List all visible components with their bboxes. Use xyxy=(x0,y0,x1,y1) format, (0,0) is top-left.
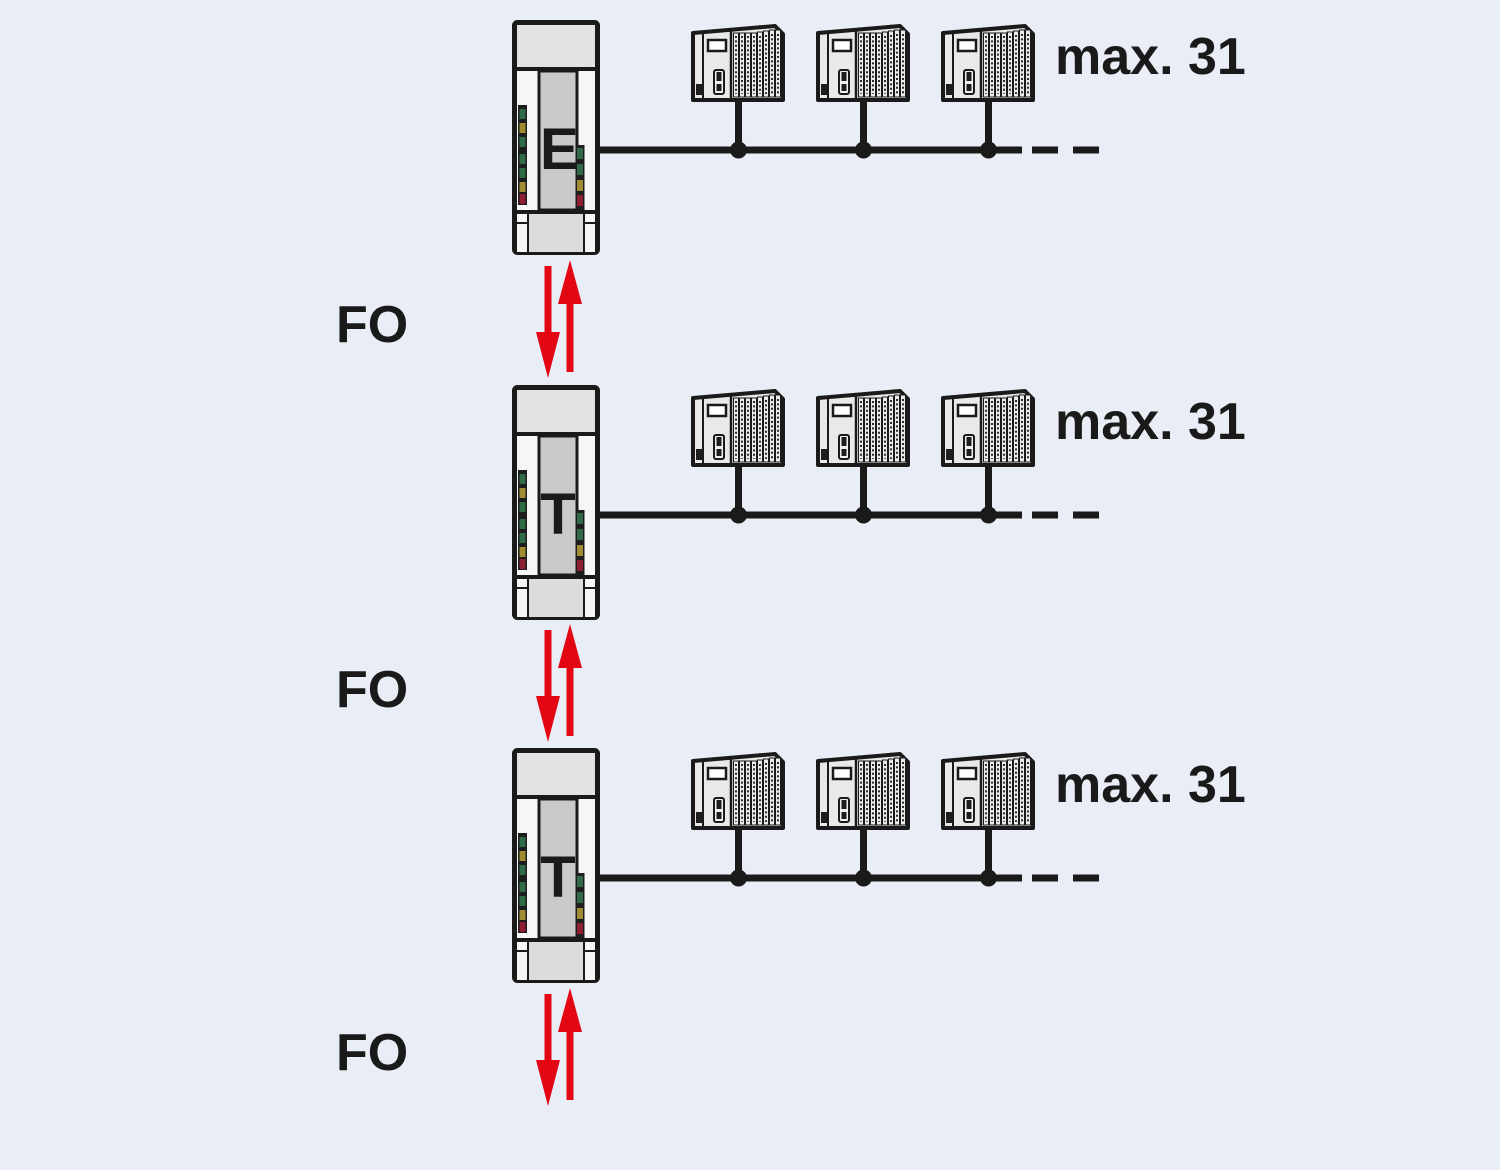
plc-station-icon xyxy=(691,752,785,830)
tier-2 xyxy=(515,388,1100,743)
device-label: E xyxy=(540,117,579,182)
fo-link-label: FO xyxy=(336,1024,409,1082)
plc-station-icon xyxy=(941,389,1035,467)
tier-3 xyxy=(515,751,1100,1107)
fo-link-label: FO xyxy=(336,296,409,354)
tier-1 xyxy=(515,23,1100,379)
device-label: T xyxy=(540,482,576,547)
bus-segment-line xyxy=(597,463,1099,524)
plc-station-icon xyxy=(816,24,910,102)
plc-station-icon xyxy=(941,752,1035,830)
plc-station-icon xyxy=(691,389,785,467)
bidirectional-fo-link-arrows-icon xyxy=(536,624,582,742)
station-limit-label: max. 31 xyxy=(1055,756,1246,814)
station-limit-label: max. 31 xyxy=(1055,28,1246,86)
bus-segment-line xyxy=(597,98,1099,159)
bidirectional-fo-link-arrows-icon xyxy=(536,260,582,378)
bidirectional-fo-link-arrows-icon xyxy=(536,988,582,1106)
plc-station-icon xyxy=(941,24,1035,102)
station-limit-label: max. 31 xyxy=(1055,393,1246,451)
device-label: T xyxy=(540,845,576,910)
bus-segment-line xyxy=(597,826,1099,887)
fo-link-label: FO xyxy=(336,661,409,719)
plc-station-icon xyxy=(816,752,910,830)
plc-station-icon xyxy=(691,24,785,102)
plc-station-icon xyxy=(816,389,910,467)
